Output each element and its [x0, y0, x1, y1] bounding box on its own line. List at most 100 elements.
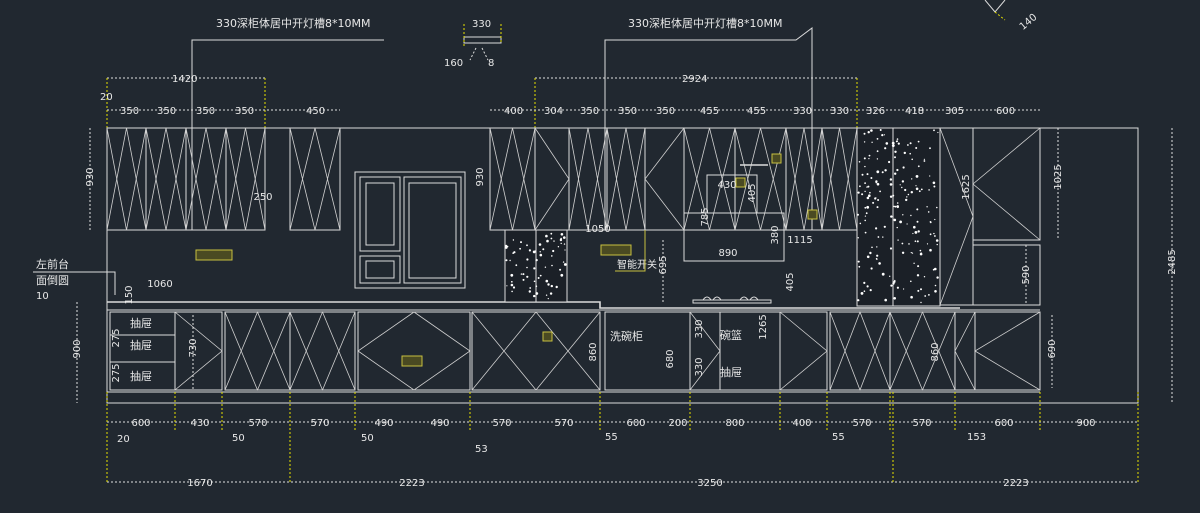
cabinet-door [889, 310, 956, 392]
dim-text: 570 [492, 418, 511, 429]
dim-text: 455 [700, 106, 719, 117]
dim-text: 1265 [758, 314, 769, 339]
cabinet-door [785, 127, 823, 231]
sockets: 智能开关 [195, 153, 818, 367]
dim-text: 785 [700, 207, 711, 226]
dim-text: 380 [770, 225, 781, 244]
dim-text: 900 [72, 339, 83, 358]
dim-text: 1670 [187, 478, 212, 489]
dim-text: 1060 [147, 279, 172, 290]
dim-text: 50 [232, 433, 245, 444]
cabinet-door [604, 311, 691, 391]
light-slot-note: 330深柜体居中开灯槽8*10MM [628, 16, 782, 30]
cabinet-door [224, 310, 291, 392]
dim-text: 50 [361, 433, 374, 444]
cabinet-door [972, 244, 1041, 306]
cabinet-door [534, 127, 570, 231]
dim-text: 55 [605, 432, 618, 443]
dim-text: 2924 [682, 74, 707, 85]
dim-text: 1050 [585, 224, 610, 235]
dim-text: 350 [120, 106, 139, 117]
cabinet-door [644, 127, 685, 231]
dim-text: 330 [694, 357, 705, 376]
dim-text: 900 [1076, 418, 1095, 429]
cabinet-door [145, 127, 187, 231]
dim-text: 455 [747, 106, 766, 117]
dim-text: 1420 [172, 74, 197, 85]
socket-icon [542, 331, 553, 342]
dim-text: 304 [544, 106, 563, 117]
dim-text: 450 [306, 106, 325, 117]
cabinet-door [972, 127, 1041, 241]
cabinet-door [289, 310, 356, 392]
cabinet-door [829, 310, 891, 392]
cabinet-door [106, 127, 147, 231]
dim-text: 600 [626, 418, 645, 429]
cabinet-door [489, 127, 536, 231]
upper-left-dims: 20 350 350 350 350 450 [100, 92, 340, 117]
dim-text: 20 [117, 434, 130, 445]
cabinet-door [606, 127, 646, 231]
socket-icon [401, 355, 423, 367]
cabinet-door [939, 127, 974, 306]
dim-text: 350 [196, 106, 215, 117]
dim-text: 200 [668, 418, 687, 429]
dim-text: 570 [310, 418, 329, 429]
drawer-label: 抽屉 [130, 369, 152, 383]
window-panel [354, 171, 466, 289]
dim-text: 600 [994, 418, 1013, 429]
cabinet-door [568, 127, 608, 231]
dim-text: 153 [967, 432, 986, 443]
dim-text: 600 [131, 418, 150, 429]
lower-cabinets [109, 310, 1041, 392]
dim-text: 160 [444, 58, 463, 69]
dim-text: 250 [253, 192, 272, 203]
range-hood [683, 164, 785, 262]
dim-text: 275 [111, 328, 122, 347]
dim-text: 330 [793, 106, 812, 117]
dim-text: 305 [945, 106, 964, 117]
dim-text: 890 [718, 248, 737, 259]
dim-text: 330 [830, 106, 849, 117]
dim-text: 570 [852, 418, 871, 429]
dim-text: 400 [792, 418, 811, 429]
dim-text: 430 [190, 418, 209, 429]
cabinet-door [357, 311, 471, 391]
stone-speckle [504, 129, 939, 304]
dim-text: 1115 [787, 235, 812, 246]
corner-detail: 140 [984, 0, 1040, 33]
dim-text: 330 [694, 319, 705, 338]
drawer-label: 抽屉 [130, 316, 152, 330]
dim-text: 1625 [961, 174, 972, 199]
dim-text: 400 [504, 106, 523, 117]
dim-text: 600 [996, 106, 1015, 117]
left-counter-note: 左前台 面倒圆 10 [33, 257, 116, 302]
cabinet-door [779, 311, 828, 391]
dim-text: 860 [930, 342, 941, 361]
cabinet-door [471, 311, 601, 391]
stone-column [856, 127, 941, 307]
dim-text: 350 [618, 106, 637, 117]
burner-icon [702, 296, 759, 301]
cabinet-door [954, 311, 976, 391]
dim-text: 405 [785, 272, 796, 291]
dim-text: 350 [656, 106, 675, 117]
cabinet-door [974, 311, 1041, 391]
dim-text: 140 [1018, 12, 1040, 33]
socket-icon [771, 153, 782, 164]
dim-text: 350 [157, 106, 176, 117]
dim-text: 2223 [399, 478, 424, 489]
dim-text: 350 [580, 106, 599, 117]
bowl-basket-label: 碗篮 [720, 328, 742, 342]
cabinet-door [174, 311, 223, 391]
cabinet-door [289, 127, 341, 231]
cabinet-door [225, 127, 266, 231]
socket-icon [807, 209, 818, 220]
dim-text: 570 [554, 418, 573, 429]
dim-text: 418 [905, 106, 924, 117]
dim-text: 330 [472, 19, 491, 30]
